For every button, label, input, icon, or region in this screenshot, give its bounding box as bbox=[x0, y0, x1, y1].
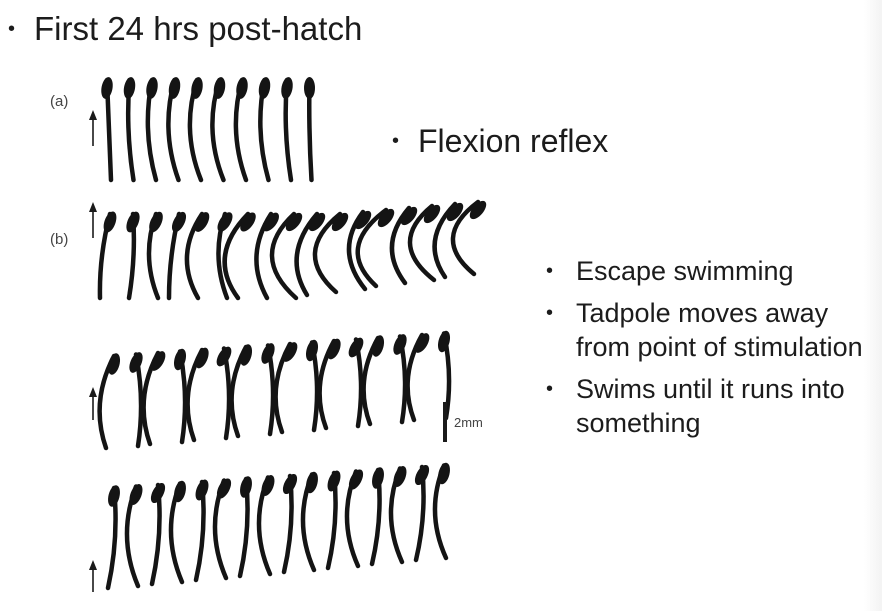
stimulus-arrow-b bbox=[89, 202, 97, 238]
tadpole-tail bbox=[450, 199, 481, 277]
bullet-moves-away: • Tadpole moves away from point of stimu… bbox=[546, 296, 866, 364]
tadpole-head bbox=[371, 335, 385, 357]
tadpole-head bbox=[306, 471, 318, 494]
slide-title-text: First 24 hrs post-hatch bbox=[34, 10, 363, 47]
tadpole-head bbox=[123, 77, 136, 99]
tadpole-tail bbox=[407, 203, 437, 283]
tadpole-head bbox=[393, 334, 407, 355]
tadpole-head bbox=[239, 344, 253, 366]
tadpole-tail bbox=[312, 211, 343, 295]
tadpole-head bbox=[308, 212, 326, 232]
bullet-dot: • bbox=[546, 302, 554, 324]
tadpole-head bbox=[400, 206, 418, 226]
tadpole-tail bbox=[269, 211, 299, 301]
tadpole-tail bbox=[222, 211, 251, 301]
tadpole-head bbox=[101, 77, 113, 99]
stimulus-arrow-b2 bbox=[89, 387, 97, 420]
bullet-text: Swims until it runs into something bbox=[576, 374, 845, 438]
tadpole-head bbox=[348, 337, 364, 358]
flexion-reflex-bullet: • Flexion reflex bbox=[392, 122, 608, 160]
tadpole-head bbox=[191, 77, 203, 99]
tadpole-head bbox=[327, 338, 341, 360]
tadpole-head bbox=[194, 212, 210, 232]
tadpole-head bbox=[331, 212, 349, 232]
bullet-text: Tadpole moves away from point of stimula… bbox=[576, 298, 863, 362]
tadpole-head bbox=[282, 473, 298, 495]
bullet-dot: • bbox=[546, 260, 554, 282]
tadpole-head bbox=[261, 475, 275, 496]
flexion-reflex-text: Flexion reflex bbox=[418, 123, 609, 159]
panel-b-label: (b) bbox=[50, 231, 69, 248]
tadpole-head bbox=[372, 467, 384, 489]
tadpole-head bbox=[423, 204, 441, 224]
tadpole-head bbox=[195, 479, 209, 501]
tadpole-head bbox=[150, 351, 166, 371]
scale-bar-label: 2mm bbox=[454, 415, 483, 430]
tadpole-head bbox=[281, 77, 293, 99]
tadpole-head bbox=[258, 77, 271, 99]
tadpole-head bbox=[171, 211, 187, 233]
tadpole-head bbox=[438, 462, 450, 485]
tadpole-head bbox=[129, 352, 143, 373]
tadpole-head bbox=[168, 77, 181, 99]
tadpole-head bbox=[393, 466, 407, 487]
panel-a-label: (a) bbox=[50, 93, 69, 110]
tadpole-head bbox=[354, 210, 372, 230]
tadpole-head bbox=[150, 482, 166, 504]
tadpole-head bbox=[263, 212, 279, 232]
tadpole-head bbox=[327, 470, 341, 492]
tadpole-head bbox=[377, 208, 395, 228]
stimulus-arrow-b3 bbox=[89, 560, 97, 592]
tadpole-head bbox=[149, 211, 163, 233]
tadpole-head bbox=[129, 484, 143, 505]
tadpole-head bbox=[285, 212, 303, 232]
tadpole-head bbox=[282, 342, 298, 362]
tadpole-head bbox=[195, 347, 209, 369]
tadpole-head bbox=[414, 464, 430, 486]
tadpole-head bbox=[213, 77, 226, 99]
tadpole-head bbox=[240, 476, 252, 498]
tadpole-head bbox=[348, 469, 364, 490]
tadpole-head bbox=[305, 339, 319, 362]
scale-bar bbox=[443, 402, 447, 442]
tadpole-head bbox=[216, 478, 232, 499]
slide-title: • First 24 hrs post-hatch bbox=[8, 10, 362, 48]
tadpole-head bbox=[173, 348, 187, 371]
tadpole-head bbox=[236, 77, 248, 99]
stimulus-arrow-a bbox=[89, 110, 97, 146]
bullet-list: • Escape swimming • Tadpole moves away f… bbox=[546, 254, 866, 448]
bullet-dot: • bbox=[392, 130, 400, 152]
slide-edge-shade bbox=[864, 0, 882, 611]
tadpole-sequences bbox=[97, 77, 487, 591]
tadpole-tail bbox=[432, 201, 458, 280]
tadpole-head bbox=[240, 212, 256, 232]
tadpole-head bbox=[107, 353, 121, 375]
tadpole-head bbox=[261, 343, 275, 364]
bullet-escape-swimming: • Escape swimming bbox=[546, 254, 866, 288]
tadpole-head bbox=[469, 200, 487, 220]
tadpole-tail bbox=[355, 207, 389, 289]
tadpole-head bbox=[174, 480, 186, 503]
tadpole-head bbox=[414, 333, 430, 353]
bullet-text: Escape swimming bbox=[576, 256, 794, 286]
bullet-dot: • bbox=[8, 18, 16, 40]
tadpole-head bbox=[108, 485, 120, 507]
bullet-swims-until: • Swims until it runs into something bbox=[546, 372, 866, 440]
tadpole-head bbox=[304, 77, 315, 99]
tadpole-head bbox=[446, 202, 464, 222]
tadpole-head bbox=[146, 77, 158, 99]
tadpole-head bbox=[217, 212, 233, 232]
tadpole-head bbox=[103, 211, 117, 233]
tadpole-head bbox=[437, 330, 451, 353]
tadpole-head bbox=[216, 346, 232, 367]
tadpole-head bbox=[126, 211, 140, 233]
bullet-dot: • bbox=[546, 378, 554, 400]
